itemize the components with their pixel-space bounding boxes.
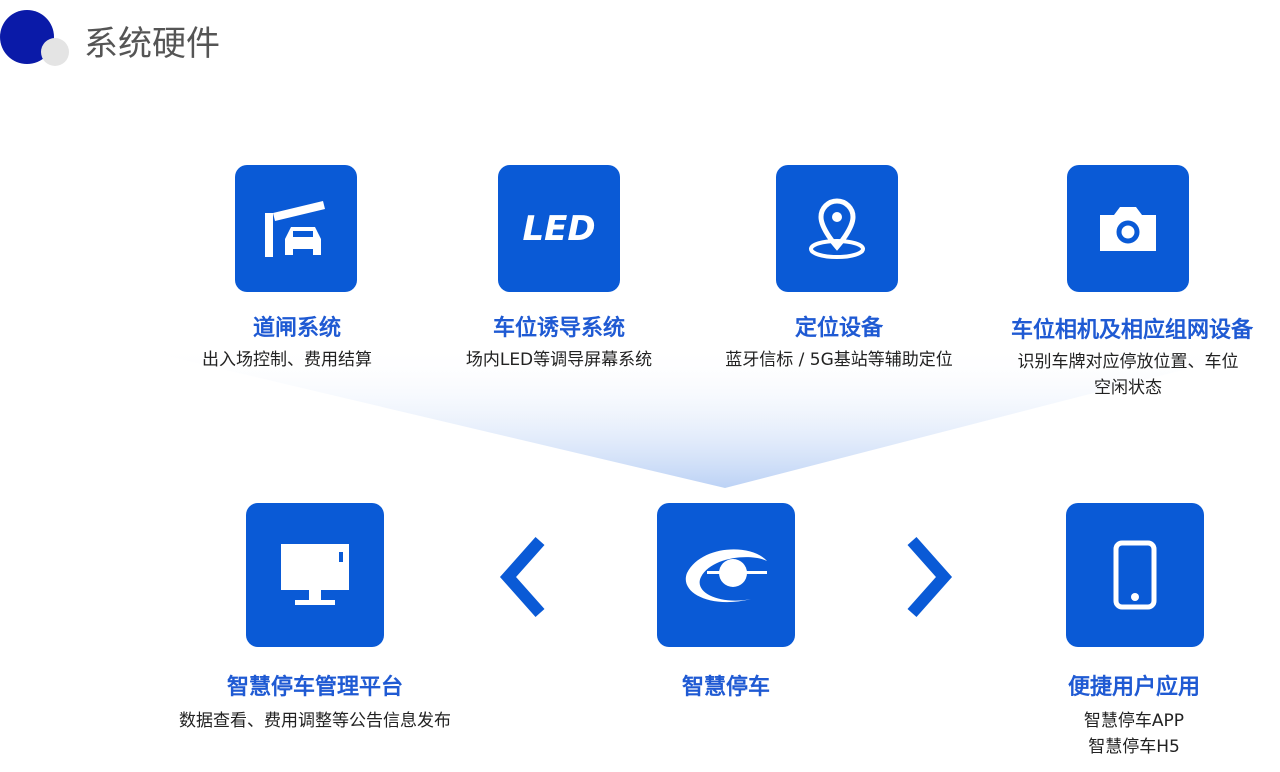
monitor-icon xyxy=(246,503,384,647)
item-title: 便捷用户应用 xyxy=(1067,675,1201,700)
item-desc: 数据查看、费用调整等公告信息发布 xyxy=(179,711,451,731)
item-desc: 智慧停车APP xyxy=(1083,711,1185,731)
page-title: 系统硬件 xyxy=(84,24,220,64)
header-dot-small-icon xyxy=(41,38,69,66)
item-desc: 智慧停车H5 xyxy=(1088,737,1180,757)
chevron-right-icon xyxy=(907,537,953,617)
chevron-left-icon xyxy=(499,537,545,617)
item-title: 定位设备 xyxy=(794,316,884,341)
camera-icon xyxy=(1067,165,1189,292)
item-desc: 蓝牙信标 / 5G基站等辅助定位 xyxy=(725,350,953,370)
item-title: 智慧停车管理平台 xyxy=(226,675,404,700)
location-pin-icon xyxy=(776,165,898,292)
item-title: 智慧停车 xyxy=(681,675,771,700)
barrier-gate-icon xyxy=(235,165,357,292)
led-icon: LED xyxy=(498,165,620,292)
item-title: 车位诱导系统 xyxy=(492,316,626,341)
item-desc: 识别车牌对应停放位置、车位空闲状态 xyxy=(1017,352,1239,398)
item-title: 道闸系统 xyxy=(252,316,342,341)
item-title: 车位相机及相应组网设备 xyxy=(1010,318,1254,343)
item-desc: 出入场控制、费用结算 xyxy=(202,350,372,370)
logo-icon xyxy=(657,503,795,647)
phone-icon xyxy=(1066,503,1204,647)
item-desc: 场内LED等调导屏幕系统 xyxy=(465,350,653,370)
